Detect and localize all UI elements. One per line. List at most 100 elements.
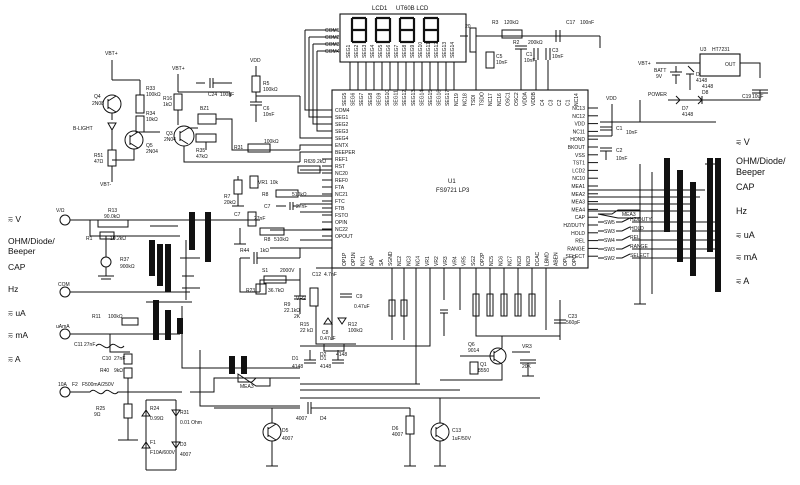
ic-pin-left: SEG4 bbox=[335, 136, 349, 142]
beeper-section: VBT+ C24 100nF R16 1kΩ BZ1 Q3 2N04 R35 4… bbox=[163, 58, 332, 163]
vbt-plus-3: VBT+ bbox=[638, 61, 651, 67]
switch-ref[interactable]: SW3 bbox=[604, 247, 615, 253]
lcd-name: UT60B LCD bbox=[396, 6, 429, 12]
r1-value: 27nF bbox=[254, 216, 265, 222]
ic-pin-left: REF0 bbox=[335, 178, 348, 184]
ic-pin-top: SEG15 bbox=[428, 90, 434, 106]
ic-pin-left: SEG3 bbox=[335, 129, 349, 135]
lcd-seg-pin: SEG3 bbox=[362, 44, 368, 58]
c24-value: 100nF bbox=[220, 92, 234, 98]
r2-value: 10nF bbox=[496, 60, 507, 66]
bz1-label: BZ1 bbox=[200, 106, 209, 112]
d1-value: 100kΩ bbox=[348, 328, 363, 334]
d5-value: 0.01 Ohm bbox=[180, 420, 202, 426]
ic-pin-left: SEG1 bbox=[335, 115, 349, 121]
f2-label: C11 bbox=[74, 342, 83, 348]
ic-pin-bottom: NC1 bbox=[360, 256, 366, 266]
ic-pin-bottom: OP1P bbox=[342, 252, 348, 266]
ic-pin-bottom: VR1 bbox=[425, 256, 431, 266]
d1-label: R12 bbox=[348, 322, 357, 328]
ic-pin-left: SEG2 bbox=[335, 122, 349, 128]
r11-value: 4148 bbox=[336, 352, 347, 358]
switch-contact[interactable] bbox=[616, 235, 720, 241]
lcd-digit-2 bbox=[374, 16, 392, 44]
switch-ref[interactable]: SW2 bbox=[604, 256, 615, 262]
ic-pin-top: TSDI bbox=[471, 95, 477, 106]
ic-pin-right: HOLD bbox=[571, 231, 585, 237]
c18-value: 560pF bbox=[566, 320, 580, 326]
range-label-right: OHM/Diode/ bbox=[736, 156, 786, 166]
r51-value: 47Ω bbox=[94, 159, 104, 165]
q1-value: 9014 bbox=[468, 348, 479, 354]
c5-value: 200kΩ bbox=[528, 40, 543, 46]
r31-label: R31 bbox=[234, 145, 243, 151]
switch-ref[interactable]: SW3 bbox=[604, 229, 615, 235]
ic-pin-top: OSC1 bbox=[505, 92, 511, 106]
mea3-right-text: MEA3 bbox=[622, 212, 636, 218]
d5-label: R31 bbox=[180, 410, 189, 416]
ic-pin-left: FTA bbox=[335, 185, 345, 191]
r8-value: 510kΩ bbox=[292, 192, 307, 198]
r37-value: 90.0kΩ bbox=[104, 214, 120, 220]
u3-value: HT7231 bbox=[712, 47, 730, 53]
r22-value: 4007 bbox=[392, 432, 403, 438]
ic-pin-top: SEG5 bbox=[342, 92, 348, 106]
switch-contact[interactable] bbox=[616, 217, 720, 223]
r6-label: R6 bbox=[304, 159, 311, 165]
power-section: U3 HT7231 OUT VBT+ BATT 9V D 4148 POWER … bbox=[588, 47, 768, 162]
lcd-com-pin: COM2 bbox=[325, 35, 340, 41]
c13-value: 4007 bbox=[296, 416, 307, 422]
r7-value: 20kΩ bbox=[224, 200, 236, 206]
ic-pin-top: NC18 bbox=[462, 93, 468, 106]
lcd-seg-pin: SEG1 bbox=[346, 44, 352, 58]
switch-ref[interactable]: SW5 bbox=[604, 220, 615, 226]
ic-pin-right: HOND bbox=[570, 137, 585, 143]
r33-value: 100kΩ bbox=[146, 92, 161, 98]
ic-pin-top: VDDB bbox=[531, 91, 537, 106]
lcd-seg-pin: SEG14 bbox=[450, 42, 456, 58]
ic-pin-right: NC13 bbox=[572, 106, 585, 112]
lcd-com-pin: COM1 bbox=[325, 28, 340, 34]
power-label: POWER bbox=[648, 92, 667, 98]
ic-pin-top: SEG12 bbox=[402, 90, 408, 106]
c2-value: 10nF bbox=[616, 156, 627, 162]
filter-network: R6 39.2kΩ R7 20kΩ VR1 10k R8 510kΩ C7 27… bbox=[224, 159, 370, 370]
switch-contact[interactable] bbox=[616, 244, 720, 250]
switch-ref[interactable]: SW4 bbox=[604, 238, 615, 244]
switch-contact[interactable] bbox=[616, 226, 720, 232]
d4-value: F10A/600V bbox=[150, 450, 176, 456]
r3-value: 120kΩ bbox=[504, 20, 519, 26]
ic-pin-top: SEG6 bbox=[351, 92, 357, 106]
q6-value: 1uF/50V bbox=[452, 436, 472, 442]
d7-value: 4148 bbox=[682, 112, 693, 118]
rotary-switch-right bbox=[588, 158, 721, 305]
c9-label: R9 bbox=[284, 302, 291, 308]
ic-pin-top: NC19 bbox=[454, 93, 460, 106]
c17-label: C17 bbox=[566, 20, 575, 26]
r16-value: 1kΩ bbox=[163, 102, 172, 108]
c8-label: C9 bbox=[356, 294, 363, 300]
ic-pin-bottom: VR3 bbox=[443, 256, 449, 266]
lcd-digits bbox=[350, 16, 440, 44]
ic-pin-right: TST1 bbox=[573, 161, 585, 167]
f1-value: F500mA/250V bbox=[82, 382, 115, 388]
r31-value: 100kΩ bbox=[264, 139, 279, 145]
range-label-left: Beeper bbox=[8, 246, 36, 256]
batt-label: BATT bbox=[654, 68, 666, 74]
c12-label: R44 bbox=[240, 248, 249, 254]
ic-pin-right: MEA4 bbox=[571, 207, 585, 213]
r34-label: R34 bbox=[146, 111, 155, 117]
ic-pin-top: NC16 bbox=[497, 93, 503, 106]
lcd-ref: LCD1 bbox=[372, 6, 388, 12]
ic-pin-right: MEA2 bbox=[571, 192, 585, 198]
ic-pin-left: FTB bbox=[335, 206, 345, 212]
c11-label: D1 bbox=[292, 356, 299, 362]
ic-pin-bottom: NC8 bbox=[517, 256, 523, 266]
ic-pin-bottom: OP2P bbox=[480, 252, 486, 266]
input-v-ohm: V/Ω bbox=[56, 208, 65, 214]
c1-label: C1 bbox=[616, 126, 623, 132]
r12-value: 22 kΩ bbox=[300, 328, 313, 334]
range-label-left: ⩳ A bbox=[8, 354, 21, 364]
ic-pin-left: FTC bbox=[335, 199, 345, 205]
